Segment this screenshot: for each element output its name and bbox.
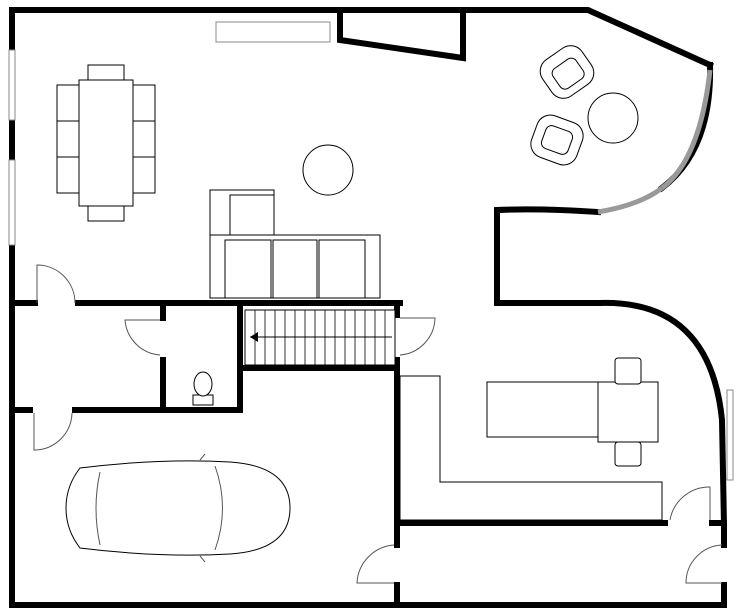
round-table <box>302 144 354 196</box>
doors <box>33 264 723 584</box>
kitchen-counter <box>399 375 663 521</box>
desk <box>486 357 659 467</box>
car <box>65 453 291 563</box>
toilet <box>192 371 214 406</box>
armchair <box>530 114 584 166</box>
interior-walls <box>9 300 727 608</box>
staircase <box>244 309 396 366</box>
round-table <box>587 92 639 144</box>
sofa <box>209 189 381 299</box>
dining-table <box>56 64 156 222</box>
windows <box>8 21 734 481</box>
armchair <box>539 45 595 99</box>
exterior-walls <box>9 7 728 608</box>
